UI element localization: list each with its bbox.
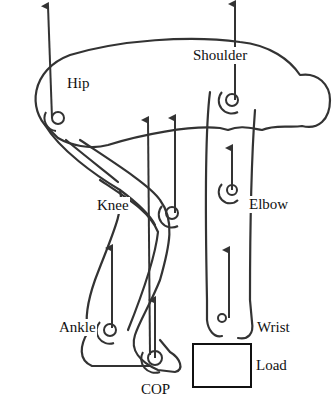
joint-label: Knee bbox=[96, 197, 130, 214]
joint-label: COP bbox=[140, 381, 171, 398]
joint-label: Hip bbox=[66, 75, 91, 92]
joint-label: Ankle bbox=[58, 319, 97, 336]
load-box: Load bbox=[192, 343, 252, 388]
joint-label: Elbow bbox=[248, 196, 289, 213]
joint-label: Wrist bbox=[256, 319, 291, 336]
load-label: Load bbox=[256, 357, 287, 374]
joint-label: Shoulder bbox=[192, 47, 248, 64]
